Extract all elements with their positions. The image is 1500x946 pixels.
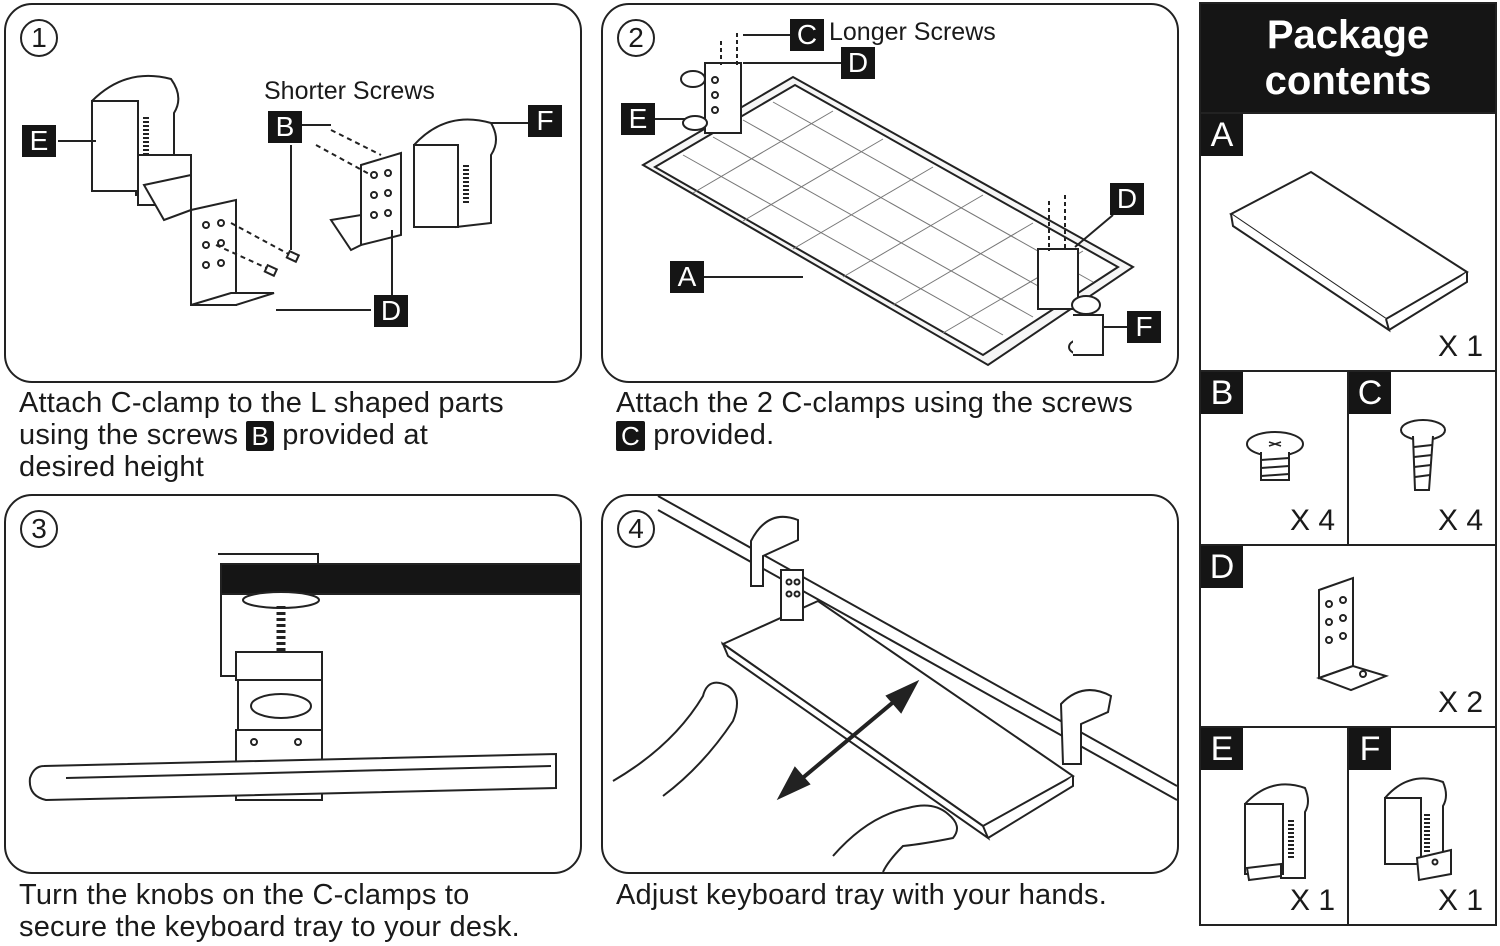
part-label-a: A xyxy=(670,261,704,293)
item-letter: F xyxy=(1349,728,1391,770)
caption-line: using the screws B provided at xyxy=(19,419,504,452)
item-letter: E xyxy=(1201,728,1243,770)
short-screw-icon xyxy=(1246,431,1304,481)
caption-line: desired height xyxy=(19,451,204,484)
step-number: 4 xyxy=(617,510,655,548)
c-clamp-e-icon xyxy=(1244,783,1309,882)
package-item-c: C X 4 xyxy=(1349,370,1495,544)
step-number: 2 xyxy=(617,19,655,57)
caption-line: Attach the 2 C-clamps using the screws xyxy=(616,387,1133,419)
part-label-c: C xyxy=(790,19,824,51)
item-letter: D xyxy=(1201,546,1243,588)
step-1-caption: Attach C-clamp to the L shaped parts usi… xyxy=(19,387,504,483)
step-3-caption: Turn the knobs on the C-clamps to secure… xyxy=(19,879,520,943)
item-letter: B xyxy=(1201,372,1243,414)
package-contents-panel: Package contents A X 1 B X 4 xyxy=(1199,2,1497,926)
step-3-illustration xyxy=(28,553,580,802)
step-number: 3 xyxy=(20,510,58,548)
part-label-d-top: D xyxy=(841,47,875,79)
step-4-panel: 4 xyxy=(601,494,1179,874)
caption-line: Turn the knobs on the C-clamps to xyxy=(19,879,470,911)
keyboard-tray-icon xyxy=(1229,170,1469,333)
step-1-panel: 1 Shorter Screws B E F D xyxy=(4,3,582,383)
part-label-f: F xyxy=(1127,311,1161,343)
item-quantity: X 1 xyxy=(1289,884,1335,917)
part-label-e: E xyxy=(22,125,56,157)
part-label-d-right: D xyxy=(1110,183,1144,215)
item-quantity: X 2 xyxy=(1437,686,1483,719)
longer-screws-label: Longer Screws xyxy=(829,18,996,46)
step-3-panel: 3 xyxy=(4,494,582,874)
title-line: Package xyxy=(1266,13,1430,57)
shorter-screws-label: Shorter Screws xyxy=(264,77,435,105)
step-2-illustration xyxy=(641,33,1135,367)
part-label-d: D xyxy=(374,295,408,327)
step-4-illustration xyxy=(612,496,1177,872)
package-item-a: A X 1 xyxy=(1201,112,1495,370)
package-item-e: E X 1 xyxy=(1201,726,1349,924)
caption-line: C provided. xyxy=(616,419,1133,452)
screw-tag-b: B xyxy=(246,421,274,452)
item-letter: C xyxy=(1349,372,1391,414)
step-2-panel: 2 C Longer Screws D E D A F xyxy=(601,3,1179,383)
long-screw-icon xyxy=(1400,419,1446,491)
package-item-b: B X 4 xyxy=(1201,370,1349,544)
step-number: 1 xyxy=(20,19,58,57)
item-quantity: X 4 xyxy=(1289,504,1335,537)
part-label-e: E xyxy=(621,103,655,135)
item-quantity: X 4 xyxy=(1437,504,1483,537)
caption-text: provided at xyxy=(282,419,428,451)
c-clamp-f-icon xyxy=(1384,777,1452,882)
caption-line: Attach C-clamp to the L shaped parts xyxy=(19,387,504,419)
caption-text: using the screws xyxy=(19,419,239,451)
step-1-illustration xyxy=(58,74,531,311)
l-bracket-icon xyxy=(1316,576,1390,692)
step-4-caption: Adjust keyboard tray with your hands. xyxy=(616,879,1107,911)
caption-line: secure the keyboard tray to your desk. xyxy=(19,911,520,943)
title-line: contents xyxy=(1264,59,1432,103)
caption-line: Adjust keyboard tray with your hands. xyxy=(616,879,1107,911)
package-item-d: D X 2 xyxy=(1201,544,1495,726)
package-item-f: F X 1 xyxy=(1349,726,1495,924)
item-letter: A xyxy=(1201,114,1243,156)
package-contents-title: Package contents xyxy=(1201,4,1495,112)
item-quantity: X 1 xyxy=(1437,884,1483,917)
caption-text: provided. xyxy=(653,419,775,451)
screw-tag-c: C xyxy=(616,421,645,452)
part-label-b: B xyxy=(268,111,302,143)
item-quantity: X 1 xyxy=(1437,330,1483,363)
step-2-caption: Attach the 2 C-clamps using the screws C… xyxy=(616,387,1133,452)
part-label-f: F xyxy=(528,105,562,137)
